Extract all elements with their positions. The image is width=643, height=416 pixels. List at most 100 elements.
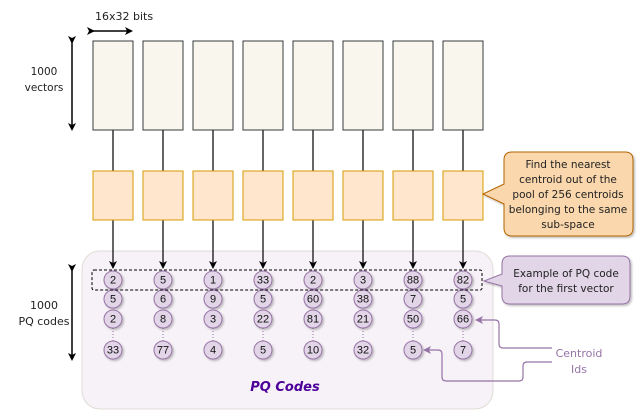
centroid-id-value: 6 bbox=[160, 294, 166, 306]
vector-subspace-box bbox=[292, 40, 334, 131]
column: 33 5 22 5 bbox=[242, 40, 284, 360]
centroid-id-circle bbox=[453, 270, 473, 290]
centroid-id-value: 2 bbox=[110, 275, 116, 287]
centroid-id-value: 50 bbox=[407, 314, 419, 326]
column: 5 6 8 77 bbox=[142, 40, 184, 360]
centroid-id-circle bbox=[103, 289, 123, 309]
centroid-id-circle bbox=[403, 309, 423, 329]
callout-line: Find the nearest bbox=[525, 159, 610, 171]
nearest-centroid-callout bbox=[481, 151, 634, 237]
centroid-id-value: 2 bbox=[310, 275, 316, 287]
centroid-lookup-box bbox=[192, 170, 234, 221]
callout-line: centroid out of the bbox=[519, 174, 617, 186]
centroid-id-value: 5 bbox=[110, 294, 116, 306]
example-code-callout bbox=[482, 255, 631, 305]
centroid-id-circle bbox=[253, 289, 273, 309]
centroid-id-value: 22 bbox=[257, 314, 269, 326]
centroid-id-circle bbox=[353, 289, 373, 309]
centroid-id-value: 33 bbox=[257, 275, 269, 287]
centroid-id-value: 32 bbox=[357, 345, 369, 357]
centroid-id-circle bbox=[103, 270, 123, 290]
centroid-id-circle bbox=[203, 309, 223, 329]
centroid-id-circle bbox=[203, 289, 223, 309]
vectors-label-count: 1000 bbox=[31, 66, 58, 78]
centroid-id-value: 33 bbox=[107, 345, 119, 357]
width-label: 16x32 bits bbox=[95, 10, 153, 23]
centroid-id-value: 5 bbox=[410, 345, 416, 357]
centroid-id-value: 5 bbox=[260, 345, 266, 357]
centroid-lookup-box bbox=[442, 170, 484, 221]
centroid-id-circle bbox=[203, 270, 223, 290]
centroid-id-value: 77 bbox=[157, 345, 169, 357]
column: 2 60 81 10 bbox=[292, 40, 334, 360]
centroid-id-value: 7 bbox=[460, 345, 466, 357]
centroid-id-circle bbox=[303, 270, 323, 290]
centroid-id-value: 38 bbox=[357, 294, 369, 306]
centroid-id-circle bbox=[303, 309, 323, 329]
centroid-id-value: 5 bbox=[160, 275, 166, 287]
centroid-lookup-box bbox=[292, 170, 334, 221]
centroid-id-value: 66 bbox=[457, 314, 469, 326]
centroid-id-circle bbox=[453, 289, 473, 309]
centroid-id-value: 3 bbox=[360, 275, 366, 287]
codes-label-count: 1000 bbox=[30, 299, 58, 312]
vector-subspace-box bbox=[342, 40, 384, 131]
centroid-id-circle bbox=[303, 340, 323, 360]
centroid-lookup-box bbox=[392, 170, 434, 221]
centroid-id-value: 82 bbox=[457, 275, 469, 287]
centroid-id-value: 4 bbox=[210, 345, 216, 357]
column: 82 5 66 7 bbox=[442, 40, 484, 360]
centroid-lookup-box bbox=[342, 170, 384, 221]
centroid-id-value: 60 bbox=[307, 294, 319, 306]
vector-subspace-box bbox=[392, 40, 434, 131]
centroid-id-circle bbox=[403, 340, 423, 360]
centroid-lookup-box bbox=[242, 170, 284, 221]
centroid-lookup-box bbox=[142, 170, 184, 221]
centroid-id-circle bbox=[453, 340, 473, 360]
centroid-id-circle bbox=[303, 289, 323, 309]
centroid-id-circle bbox=[453, 309, 473, 329]
centroid-id-circle bbox=[203, 340, 223, 360]
centroid-id-value: 5 bbox=[260, 294, 266, 306]
centroid-ids-label-line2: Ids bbox=[571, 363, 587, 376]
pq-codes-title: PQ Codes bbox=[250, 380, 320, 395]
centroid-id-value: 1 bbox=[210, 275, 216, 287]
centroid-id-circle bbox=[103, 309, 123, 329]
centroid-id-circle bbox=[353, 340, 373, 360]
centroid-id-circle bbox=[253, 309, 273, 329]
centroid-id-circle bbox=[353, 309, 373, 329]
callout-line: Example of PQ code bbox=[513, 268, 619, 280]
centroid-ids-connector-lower bbox=[423, 346, 552, 382]
vector-subspace-box bbox=[142, 40, 184, 131]
vector-subspace-box bbox=[442, 40, 484, 131]
centroid-id-value: 2 bbox=[110, 314, 116, 326]
centroid-ids-label-line1: Centroid bbox=[556, 347, 603, 360]
centroid-id-circle bbox=[353, 270, 373, 290]
centroid-id-circle bbox=[153, 270, 173, 290]
centroid-id-value: 10 bbox=[307, 345, 319, 357]
vector-subspace-box bbox=[192, 40, 234, 131]
centroid-id-value: 21 bbox=[357, 314, 369, 326]
centroid-id-value: 5 bbox=[460, 294, 466, 306]
centroid-id-circle bbox=[253, 270, 273, 290]
centroid-id-value: 88 bbox=[407, 275, 419, 287]
callout-line: for the first vector bbox=[518, 283, 614, 295]
callout-line: belonging to the same bbox=[509, 204, 627, 216]
centroid-id-circle bbox=[153, 289, 173, 309]
centroid-id-value: 8 bbox=[160, 314, 166, 326]
centroid-id-circle bbox=[153, 340, 173, 360]
centroid-id-value: 9 bbox=[210, 294, 216, 306]
example-code-callout-text: Example of PQ code for the first vector bbox=[513, 268, 619, 295]
centroid-id-value: 81 bbox=[307, 314, 319, 326]
codes-label-text: PQ codes bbox=[18, 315, 69, 328]
columns-group: 2523356877193433522526081103382132887505… bbox=[92, 40, 484, 360]
centroid-id-value: 3 bbox=[210, 314, 216, 326]
vectors-label-text: vectors bbox=[25, 82, 64, 94]
centroid-id-circle bbox=[103, 340, 123, 360]
vector-subspace-box bbox=[242, 40, 284, 131]
first-vector-selection-box bbox=[91, 269, 483, 291]
